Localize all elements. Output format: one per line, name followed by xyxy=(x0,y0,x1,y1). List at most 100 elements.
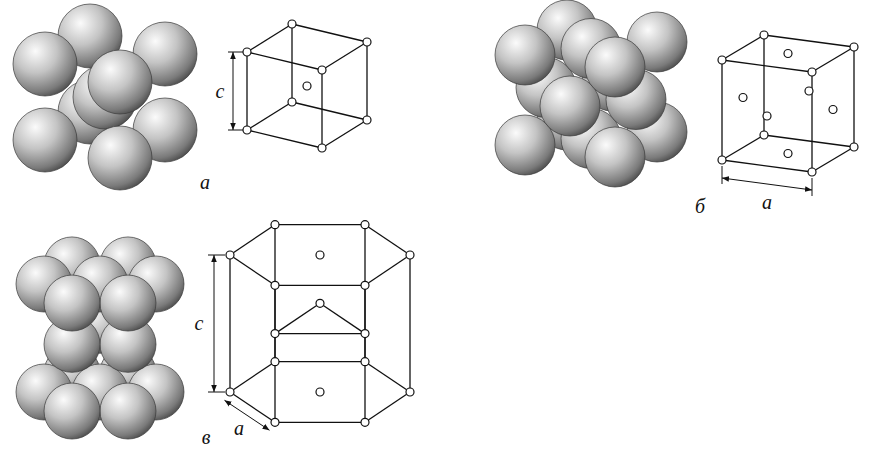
lattice-edge xyxy=(811,72,812,172)
lattice-edge xyxy=(853,47,854,147)
lattice-edge xyxy=(247,102,292,130)
lattice-atom xyxy=(363,116,371,124)
lattice-edge xyxy=(365,392,410,422)
atom-sphere xyxy=(44,275,100,331)
extension-line xyxy=(228,130,243,131)
lattice-edge xyxy=(322,120,367,148)
lattice-atom xyxy=(288,98,296,106)
figure-caption: а xyxy=(200,172,210,192)
lattice-edge xyxy=(721,60,722,160)
lattice-atom xyxy=(271,358,279,366)
lattice-edge xyxy=(764,35,854,47)
lattice-atom xyxy=(808,68,816,76)
lattice-edge xyxy=(366,42,367,120)
lattice-edge xyxy=(275,422,365,423)
atom-sphere xyxy=(88,126,152,190)
lattice-atom xyxy=(784,50,792,58)
lattice-edge xyxy=(722,160,812,172)
lattice-atom xyxy=(760,131,768,139)
lattice-atom xyxy=(316,388,324,396)
lattice-edge xyxy=(246,52,247,130)
dimension-line xyxy=(225,400,270,430)
lattice-atom xyxy=(361,418,369,426)
lattice-atom xyxy=(808,168,816,176)
lattice-atom xyxy=(226,251,234,259)
lattice-atom xyxy=(271,418,279,426)
figure-caption: б xyxy=(695,196,705,216)
extension-line xyxy=(228,52,243,53)
lattice-atom xyxy=(718,156,726,164)
atom-sphere xyxy=(100,275,156,331)
lattice-edge xyxy=(764,135,854,147)
lattice-atom xyxy=(763,112,771,120)
dimension-line xyxy=(722,178,812,190)
lattice-atom xyxy=(318,66,326,74)
lattice-atom xyxy=(760,31,768,39)
lattice-atom xyxy=(829,106,837,114)
bcc-figure xyxy=(13,4,371,190)
lattice-edge xyxy=(230,225,275,255)
lattice-edge xyxy=(230,255,275,285)
lattice-atom xyxy=(316,251,324,259)
lattice-edge xyxy=(274,225,275,362)
atom-sphere xyxy=(13,108,77,172)
extension-line xyxy=(812,178,813,196)
lattice-atom xyxy=(316,299,324,307)
lattice-atom xyxy=(288,20,296,28)
lattice-edge xyxy=(275,224,365,225)
lattice-edge xyxy=(365,362,410,392)
lattice-edge xyxy=(247,24,292,52)
dimension-letter: c xyxy=(195,313,204,333)
lattice-atom xyxy=(271,221,279,229)
lattice-edge xyxy=(292,102,367,120)
lattice-atom xyxy=(850,143,858,151)
lattice-atom xyxy=(361,330,369,338)
extension-line xyxy=(208,255,225,256)
lattice-edge xyxy=(275,285,365,286)
fcc-figure xyxy=(495,0,858,196)
dimension-line xyxy=(233,52,234,130)
lattice-edge xyxy=(365,255,410,285)
lattice-atom xyxy=(739,94,747,102)
atom-sphere xyxy=(585,127,645,187)
dimension-letter: a xyxy=(234,418,244,438)
lattice-edge xyxy=(247,52,322,70)
atom-sphere xyxy=(585,37,645,97)
lattice-edge xyxy=(229,255,230,392)
lattice-edge xyxy=(322,42,367,70)
lattice-edge xyxy=(365,225,410,255)
lattice-edge xyxy=(321,70,322,148)
lattice-atom xyxy=(243,48,251,56)
figure-caption: в xyxy=(202,427,211,447)
lattice-edge xyxy=(812,47,854,72)
lattice-edge xyxy=(275,303,320,333)
lattice-edge xyxy=(812,147,854,172)
lattice-edge xyxy=(230,362,275,392)
lattice-atom xyxy=(303,82,311,90)
lattice-edge xyxy=(763,35,764,135)
lattice-edge xyxy=(722,35,764,60)
lattice-atom xyxy=(361,358,369,366)
lattice-atom xyxy=(406,251,414,259)
lattice-edge xyxy=(292,24,367,42)
lattice-atom xyxy=(243,126,251,134)
extension-line xyxy=(722,166,723,184)
atom-sphere xyxy=(495,25,555,85)
extension-line xyxy=(208,392,225,393)
lattice-atom xyxy=(226,388,234,396)
lattice-atom xyxy=(718,56,726,64)
lattice-edge xyxy=(247,130,322,148)
dimension-letter: c xyxy=(216,81,225,101)
lattice-atom xyxy=(318,144,326,152)
lattice-edge xyxy=(320,303,365,333)
lattice-edge xyxy=(291,24,292,102)
lattice-atom xyxy=(805,87,813,95)
lattice-edge xyxy=(409,255,410,392)
lattice-edge xyxy=(275,361,365,362)
atom-sphere xyxy=(44,383,100,439)
atom-sphere xyxy=(100,383,156,439)
dimension-line xyxy=(214,255,215,392)
lattice-atom xyxy=(363,38,371,46)
